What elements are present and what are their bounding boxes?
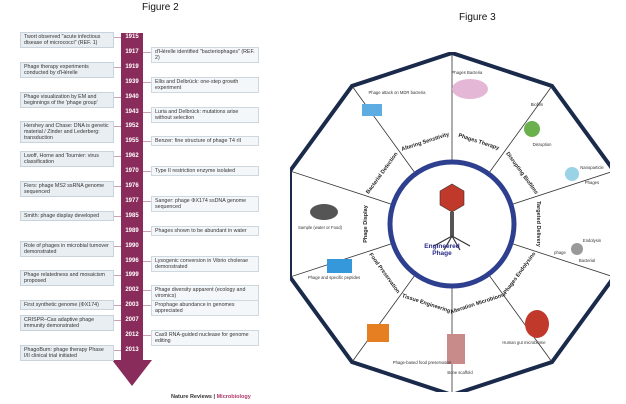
figure3-title: Figure 3: [459, 12, 496, 23]
timeline-arrow-head: [112, 360, 152, 386]
timeline-event-right: Phage diversity apparent (ecology and vi…: [151, 285, 259, 302]
timeline-event-left: Role of phages in microbial turnover dem…: [20, 240, 114, 257]
illustration-label: Endolysin: [583, 238, 602, 243]
timeline-connector: [143, 111, 151, 113]
timeline-connector: [143, 290, 151, 292]
timeline-connector: [143, 141, 151, 143]
timeline-connector: [114, 66, 121, 68]
timeline-year: 2012: [125, 332, 139, 338]
center-label: Engineered Phage: [424, 243, 460, 257]
timeline-arrow-shaft: [121, 33, 143, 363]
timeline-connector: [143, 305, 151, 307]
timeline-year: 1952: [125, 123, 139, 130]
illustration-label: Phages Bacteria: [452, 70, 483, 75]
illustration-label: Phage attack on MDR bacteria: [368, 90, 426, 95]
timeline-connector: [143, 171, 151, 173]
timeline-year: 1939: [125, 78, 139, 85]
timeline-event-left: First synthetic genome (ΦX174): [20, 300, 114, 311]
timeline-connector: [114, 156, 121, 158]
timeline-event-right: Ellis and Delbrück: one-step growth expe…: [151, 76, 259, 93]
timeline-event-left: Hershey and Chase: DNA is genetic materi…: [20, 121, 114, 144]
timeline-event-left: PhagoBurn: phage therapy Phase I/II clin…: [20, 344, 114, 361]
timeline-connector: [114, 349, 121, 351]
illustration-label: Phage-based food preservation: [393, 360, 452, 365]
illustration-label: Nanoparticle: [580, 165, 604, 170]
illustration-label: Human gut microbiome: [502, 340, 546, 345]
timeline-connector: [114, 275, 121, 277]
phage-icon: [433, 183, 471, 251]
timeline-connector: [114, 37, 121, 38]
timeline-event-right: Prophage abundance in genomes appreciate…: [151, 300, 259, 317]
timeline-connector: [143, 81, 151, 83]
timeline-event-right: Sanger: phage ΦX174 ssDNA genome sequenc…: [151, 195, 259, 212]
timeline-year: 1999: [125, 272, 139, 279]
timeline-event-left: Phage relatedness and mosaicism proposed: [20, 270, 114, 287]
timeline-connector: [114, 320, 121, 322]
timeline-connector: [114, 305, 121, 307]
illustration-label: Sample (water or Food): [298, 225, 343, 230]
timeline-connector: [143, 51, 151, 53]
timeline-year: 1917: [125, 48, 139, 55]
timeline-event-left: Smith: phage display developed: [20, 210, 114, 221]
timeline-event-left: Phage therapy experiments conducted by d…: [20, 61, 114, 78]
timeline-connector: [114, 245, 121, 247]
illustration-label: Disruption: [533, 142, 553, 147]
timeline-event-left: CRISPR–Cas adaptive phage immunity demon…: [20, 315, 114, 332]
credit-section: Microbiology: [216, 394, 251, 400]
timeline-year: 1919: [125, 63, 139, 70]
segment-illustrations: [310, 79, 583, 364]
timeline-event-right: Benzer: fine structure of phage T4 rII: [151, 136, 259, 147]
timeline-year: 2007: [125, 317, 139, 324]
timeline-year: 1915: [125, 34, 139, 40]
timeline: 1915 Twort observed "acute infectious dis…: [0, 0, 300, 404]
timeline-year: 2002: [125, 287, 139, 294]
timeline-event-right: d'Hérelle identified "bacteriophages" (R…: [151, 46, 259, 63]
timeline-year: 1943: [125, 108, 139, 115]
illustration-label: Phages: [585, 180, 599, 185]
timeline-event-left: Phage visualization by EM and beginnings…: [20, 91, 114, 108]
illustration-label: Phage and specific peptides: [308, 275, 360, 280]
timeline-connector: [114, 96, 121, 98]
timeline-connector: [143, 200, 151, 202]
timeline-connector: [114, 126, 121, 128]
timeline-connector: [114, 186, 121, 187]
segment-label: Targeted Delivery: [535, 201, 541, 248]
illustration-label: Bacterial: [579, 258, 595, 263]
timeline-connector: [114, 215, 121, 217]
timeline-year: 2003: [125, 302, 139, 309]
illustration-label: Biofilm: [531, 102, 544, 107]
timeline-event-right: Lysogenic conversion in Vibrio cholerae …: [151, 255, 259, 272]
timeline-year: 1985: [125, 212, 139, 219]
timeline-event-left: Lwoff, Horne and Tournier: virus classif…: [20, 151, 114, 168]
timeline-connector: [143, 335, 151, 336]
timeline-year: 1955: [125, 138, 139, 145]
credit: Nature Reviews | Microbiology: [171, 394, 251, 400]
timeline-event-left: Fiers: phage MS2 ssRNA genome sequenced: [20, 181, 114, 197]
timeline-year: 1989: [125, 227, 139, 234]
timeline-year: 1976: [125, 183, 139, 189]
timeline-connector: [143, 260, 151, 262]
credit-separator: |: [211, 394, 217, 400]
timeline-event-left: Twort observed "acute infectious disease…: [20, 32, 114, 48]
illustration-label: Bone scaffold: [447, 370, 473, 375]
timeline-year: 1990: [125, 242, 139, 249]
credit-journal: Nature Reviews: [171, 394, 212, 400]
timeline-event-right: Type II restriction enzyme isolated: [151, 166, 259, 177]
timeline-year: 2013: [125, 346, 139, 353]
timeline-event-right: Cas9 RNA-guided nuclease for genome edit…: [151, 330, 259, 346]
illustration-label: phage: [554, 250, 566, 255]
segment-label: Phage Display: [363, 204, 369, 243]
timeline-connector: [143, 230, 151, 232]
timeline-year: 1996: [125, 257, 139, 264]
timeline-year: 1940: [125, 93, 139, 100]
timeline-event-right: Luria and Delbrück: mutations arise with…: [151, 106, 259, 123]
timeline-event-right: Phages shown to be abundant in water: [151, 225, 259, 236]
timeline-year: 1977: [125, 197, 139, 204]
figure2-title: Figure 2: [142, 2, 179, 13]
timeline-year: 1970: [125, 168, 139, 175]
timeline-year: 1962: [125, 153, 139, 160]
